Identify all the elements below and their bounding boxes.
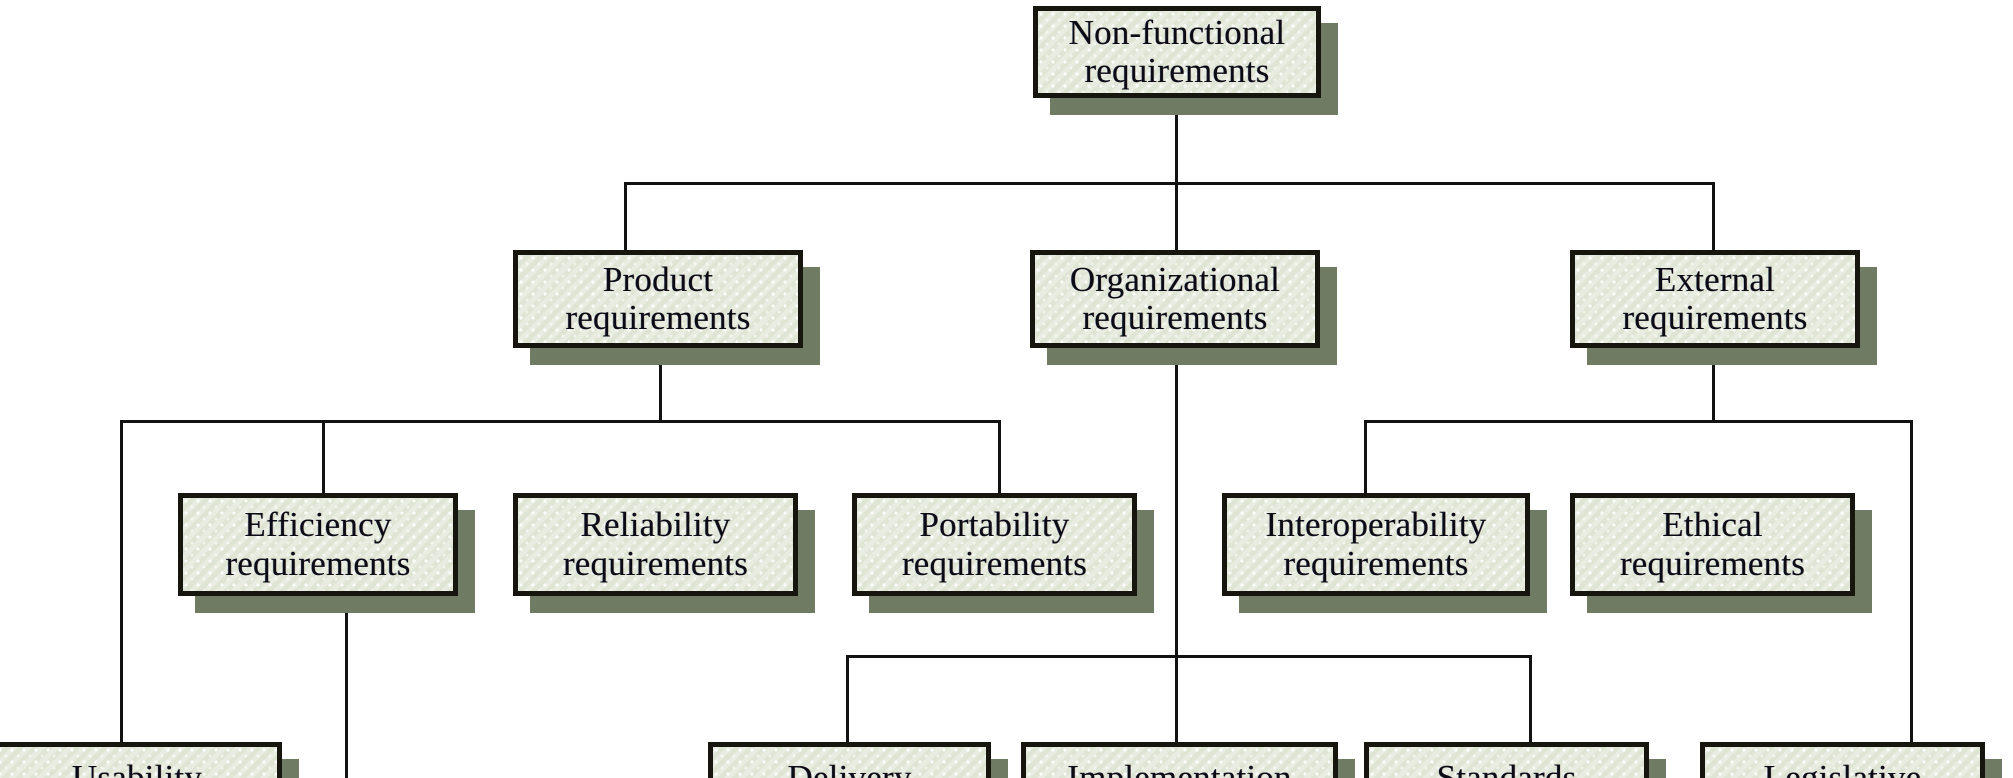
- edge-organizational-stem: [1175, 348, 1178, 657]
- edge-bus-to-product: [624, 182, 627, 250]
- edge-product-stem: [659, 348, 662, 422]
- node-legislative[interactable]: Legislative: [1700, 742, 2002, 778]
- node-face: Organizational requirements: [1030, 250, 1320, 348]
- node-face: Efficiency requirements: [178, 493, 458, 596]
- node-face: Legislative: [1700, 742, 1985, 778]
- node-label: Organizational requirements: [1069, 259, 1281, 337]
- node-non-functional-requirements[interactable]: Non-functional requirements: [1033, 6, 1338, 115]
- node-label: Ethical requirements: [1619, 505, 1806, 583]
- edge-external-bus: [1364, 420, 1913, 423]
- node-label: Delivery: [787, 758, 912, 778]
- node-label: Product requirements: [565, 259, 751, 337]
- edge-bus-to-organizational: [1175, 182, 1178, 250]
- node-label: Reliability requirements: [562, 505, 749, 583]
- node-face: Non-functional requirements: [1033, 6, 1321, 98]
- node-face: Reliability requirements: [513, 493, 798, 596]
- node-delivery[interactable]: Delivery: [708, 742, 1008, 778]
- node-portability-requirements[interactable]: Portability requirements: [852, 493, 1154, 613]
- edge-orgbus-to-delivery: [846, 655, 849, 742]
- edge-level2-bus: [624, 182, 1714, 185]
- edge-product-bus: [120, 420, 1000, 423]
- node-label: External requirements: [1622, 259, 1808, 337]
- node-reliability-requirements[interactable]: Reliability requirements: [513, 493, 815, 613]
- node-face: External requirements: [1570, 250, 1860, 348]
- edge-bus-to-external: [1712, 182, 1715, 250]
- edge-product-bus-to-portability: [998, 420, 1001, 493]
- edge-organizational-bus: [846, 655, 1532, 658]
- edge-external-stem: [1712, 348, 1715, 422]
- node-face: Portability requirements: [852, 493, 1137, 596]
- edge-orgbus-to-implementation: [1175, 655, 1178, 742]
- node-external-requirements[interactable]: External requirements: [1570, 250, 1877, 365]
- node-face: Interoperability requirements: [1222, 493, 1530, 596]
- node-face: Product requirements: [513, 250, 803, 348]
- node-label: Legislative: [1763, 758, 1922, 778]
- edge-orgbus-to-standards: [1529, 655, 1532, 742]
- edge-extbus-to-legislative: [1910, 420, 1913, 742]
- node-implementation[interactable]: Implementation: [1021, 742, 1355, 778]
- node-label: Portability requirements: [901, 505, 1088, 583]
- node-interoperability-requirements[interactable]: Interoperability requirements: [1222, 493, 1547, 613]
- node-face: Delivery: [708, 742, 991, 778]
- edge-extbus-to-interoperability: [1364, 420, 1367, 493]
- node-label: Efficiency requirements: [225, 505, 411, 583]
- node-face: Usability: [0, 742, 282, 778]
- node-face: Implementation: [1021, 742, 1338, 778]
- edge-product-bus-to-usability-drop: [120, 420, 123, 742]
- node-label: Non-functional requirements: [1068, 12, 1286, 90]
- node-face: Ethical requirements: [1570, 493, 1855, 596]
- node-product-requirements[interactable]: Product requirements: [513, 250, 820, 365]
- edge-efficiency-stem: [345, 596, 348, 778]
- node-standards[interactable]: Standards: [1364, 742, 1666, 778]
- edge-product-bus-to-efficiency: [322, 420, 325, 493]
- node-usability[interactable]: Usability: [0, 742, 299, 778]
- node-label: Standards: [1436, 758, 1577, 778]
- node-ethical-requirements[interactable]: Ethical requirements: [1570, 493, 1872, 613]
- edge-root-stem: [1175, 92, 1178, 184]
- node-organizational-requirements[interactable]: Organizational requirements: [1030, 250, 1337, 365]
- node-label: Interoperability requirements: [1265, 505, 1487, 583]
- node-label: Implementation: [1067, 758, 1292, 778]
- node-face: Standards: [1364, 742, 1649, 778]
- node-label: Usability: [71, 758, 203, 778]
- node-efficiency-requirements[interactable]: Efficiency requirements: [178, 493, 475, 613]
